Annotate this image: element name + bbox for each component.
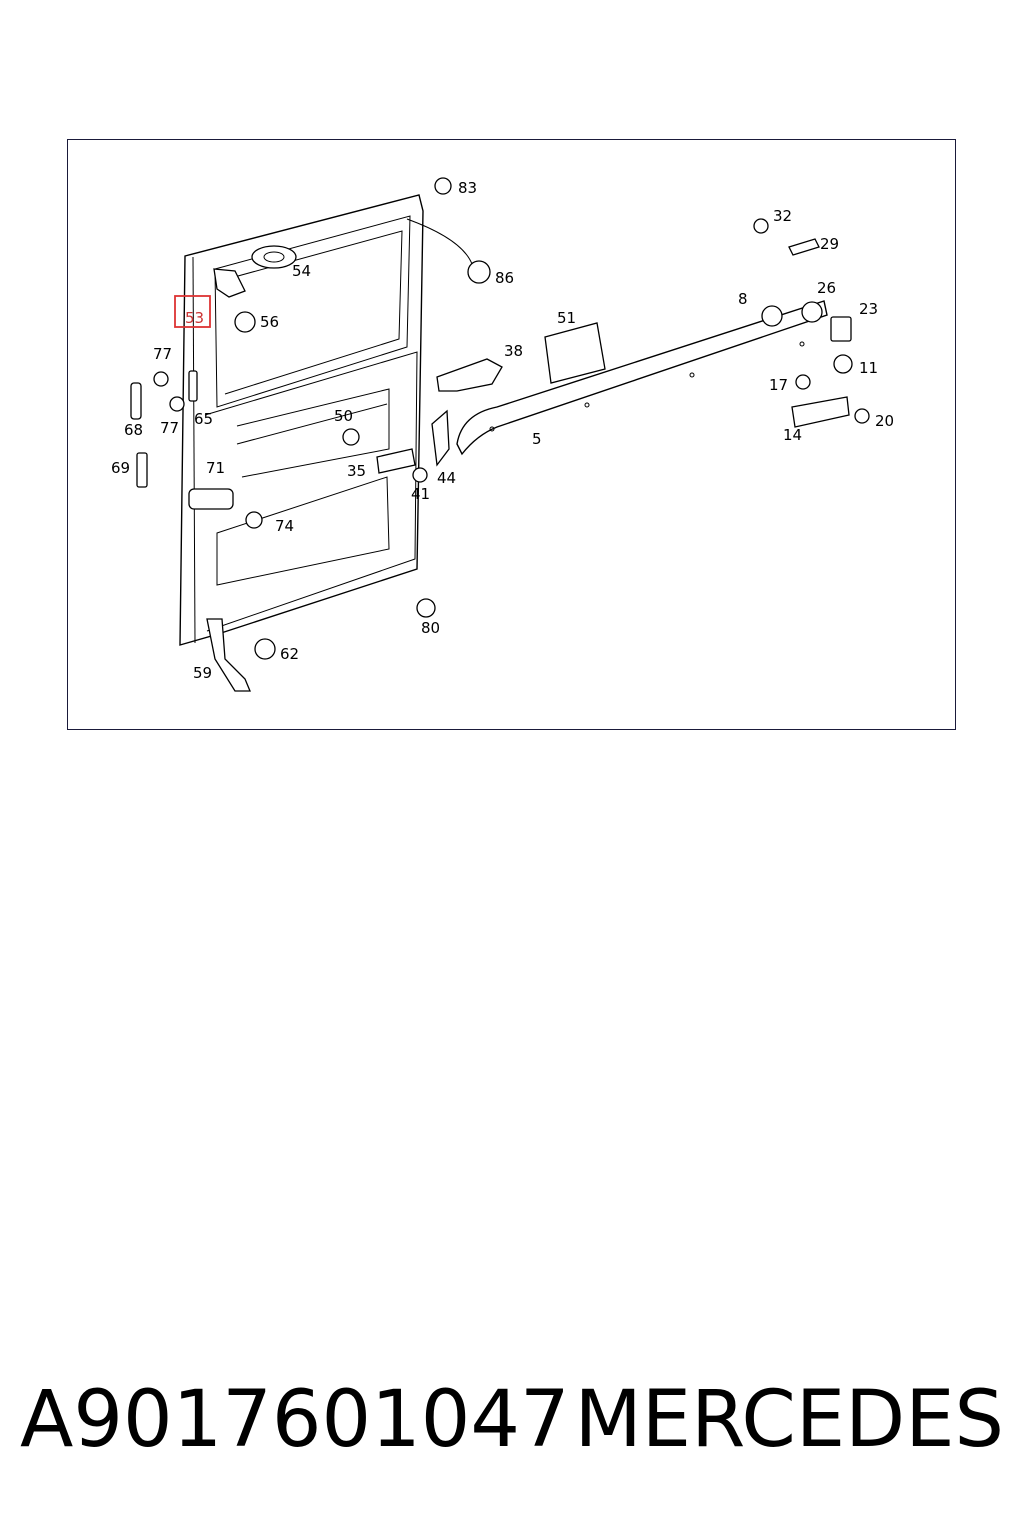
fasteners xyxy=(153,177,870,660)
callout-80: 80 xyxy=(421,619,440,637)
callout-62: 62 xyxy=(280,645,299,663)
callout-54: 54 xyxy=(292,262,311,280)
callout-51: 51 xyxy=(557,309,576,327)
part-65 xyxy=(188,370,198,402)
lock-53 xyxy=(213,268,246,298)
highlight-box-53 xyxy=(174,295,211,328)
callout-53: 53 xyxy=(185,309,204,327)
callout-41: 41 xyxy=(411,485,430,503)
callout-59: 59 xyxy=(193,664,212,682)
diagram-frame xyxy=(67,139,956,730)
callout-65: 65 xyxy=(194,410,213,428)
rail xyxy=(456,300,828,456)
callout-8: 8 xyxy=(738,290,748,308)
callout-50: 50 xyxy=(334,407,353,425)
callout-83: 83 xyxy=(458,179,477,197)
callout-32: 32 xyxy=(773,207,792,225)
bracket-51 xyxy=(544,322,606,384)
callout-23: 23 xyxy=(859,300,878,318)
callout-56: 56 xyxy=(260,313,279,331)
part-69 xyxy=(136,452,148,488)
callout-5: 5 xyxy=(532,430,542,448)
part-number: A9017601047 xyxy=(20,1375,570,1465)
callout-69: 69 xyxy=(111,459,130,477)
callout-68: 68 xyxy=(124,421,143,439)
callout-29: 29 xyxy=(820,235,839,253)
callout-17: 17 xyxy=(769,376,788,394)
callout-77-bottom: 77 xyxy=(160,419,179,437)
part-71 xyxy=(188,488,234,510)
footer: A9017601047 MERCEDES xyxy=(20,1370,1004,1470)
callout-labels: 83 32 29 54 86 26 23 8 53 56 51 38 11 77… xyxy=(111,179,894,682)
part-14 xyxy=(791,396,850,428)
plate-44 xyxy=(431,409,450,467)
callout-74: 74 xyxy=(275,517,294,535)
callout-14: 14 xyxy=(783,426,802,444)
roller-35 xyxy=(376,448,416,474)
parts-diagram: 83 32 29 54 86 26 23 8 53 56 51 38 11 77… xyxy=(111,177,894,692)
part-29 xyxy=(788,238,820,256)
grommet-54 xyxy=(251,245,297,269)
callout-38: 38 xyxy=(504,342,523,360)
bracket-38 xyxy=(436,358,503,392)
callout-86: 86 xyxy=(495,269,514,287)
part-68 xyxy=(130,382,142,420)
hinge-59 xyxy=(206,618,251,692)
callout-11: 11 xyxy=(859,359,878,377)
callout-26: 26 xyxy=(817,279,836,297)
callout-44: 44 xyxy=(437,469,456,487)
brand-name: MERCEDES xyxy=(574,1375,1005,1465)
callout-71: 71 xyxy=(206,459,225,477)
callout-35: 35 xyxy=(347,462,366,480)
callout-20: 20 xyxy=(875,412,894,430)
part-23 xyxy=(830,316,852,342)
door-panel xyxy=(179,194,473,646)
callout-77-top: 77 xyxy=(153,345,172,363)
